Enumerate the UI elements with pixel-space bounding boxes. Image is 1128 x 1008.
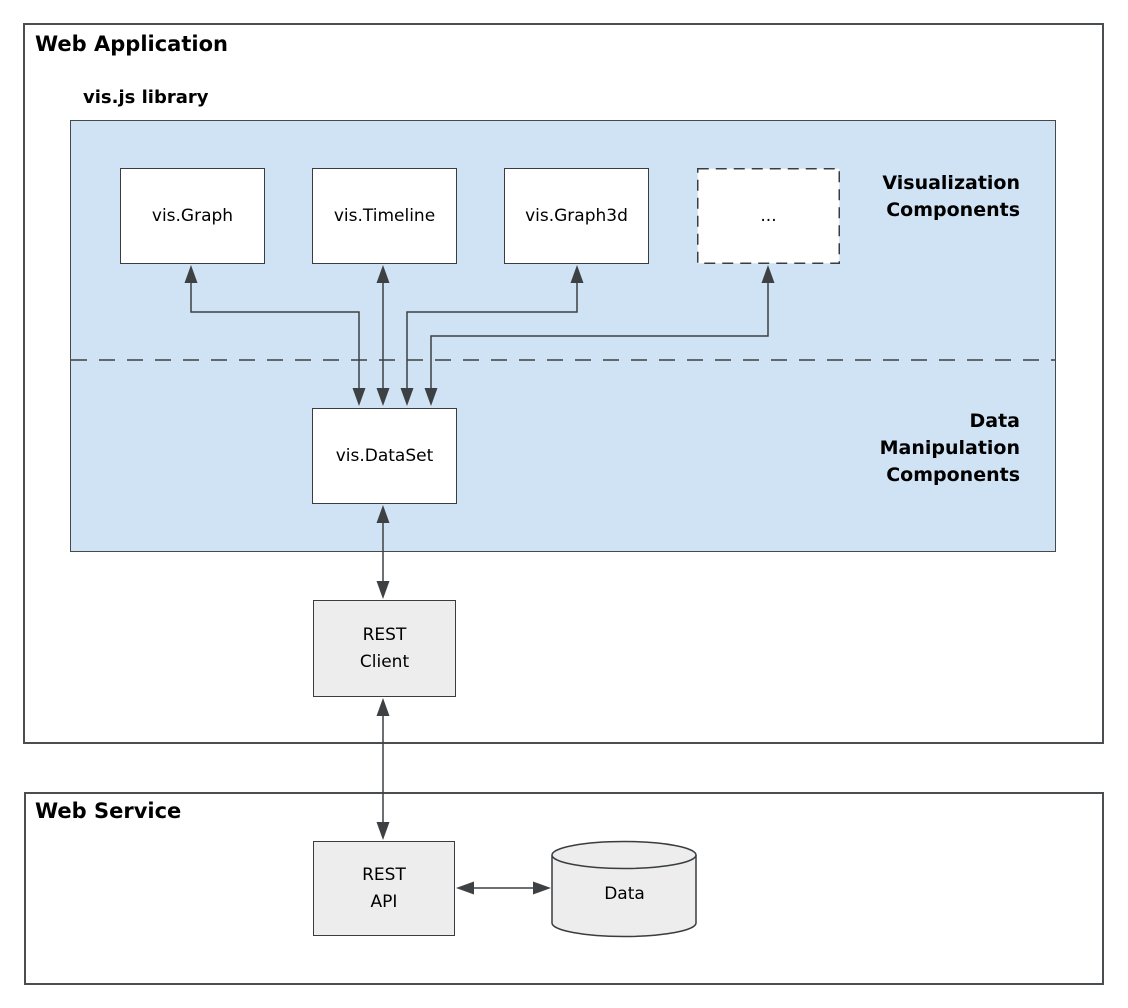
node-vis-timeline: vis.Timeline [312,168,457,264]
web-service-container [24,792,1104,985]
node-placeholder-component: ... [760,205,777,226]
node-vis-graph3d: vis.Graph3d [504,168,649,264]
web-service-title: Web Service [35,799,182,823]
node-rest-client: REST Client [313,600,456,697]
node-vis-dataset: vis.DataSet [312,408,457,504]
data-manipulation-components-label: Data Manipulation Components [879,410,1020,486]
web-application-container [23,23,1104,744]
data-store-label: Data [604,884,645,904]
web-application-title: Web Application [35,32,228,56]
vis-js-library-label: vis.js library [83,87,209,108]
node-rest-api: REST API [313,841,455,936]
visualization-components-label: Visualization Components [882,172,1020,221]
node-vis-graph: vis.Graph [120,168,265,264]
